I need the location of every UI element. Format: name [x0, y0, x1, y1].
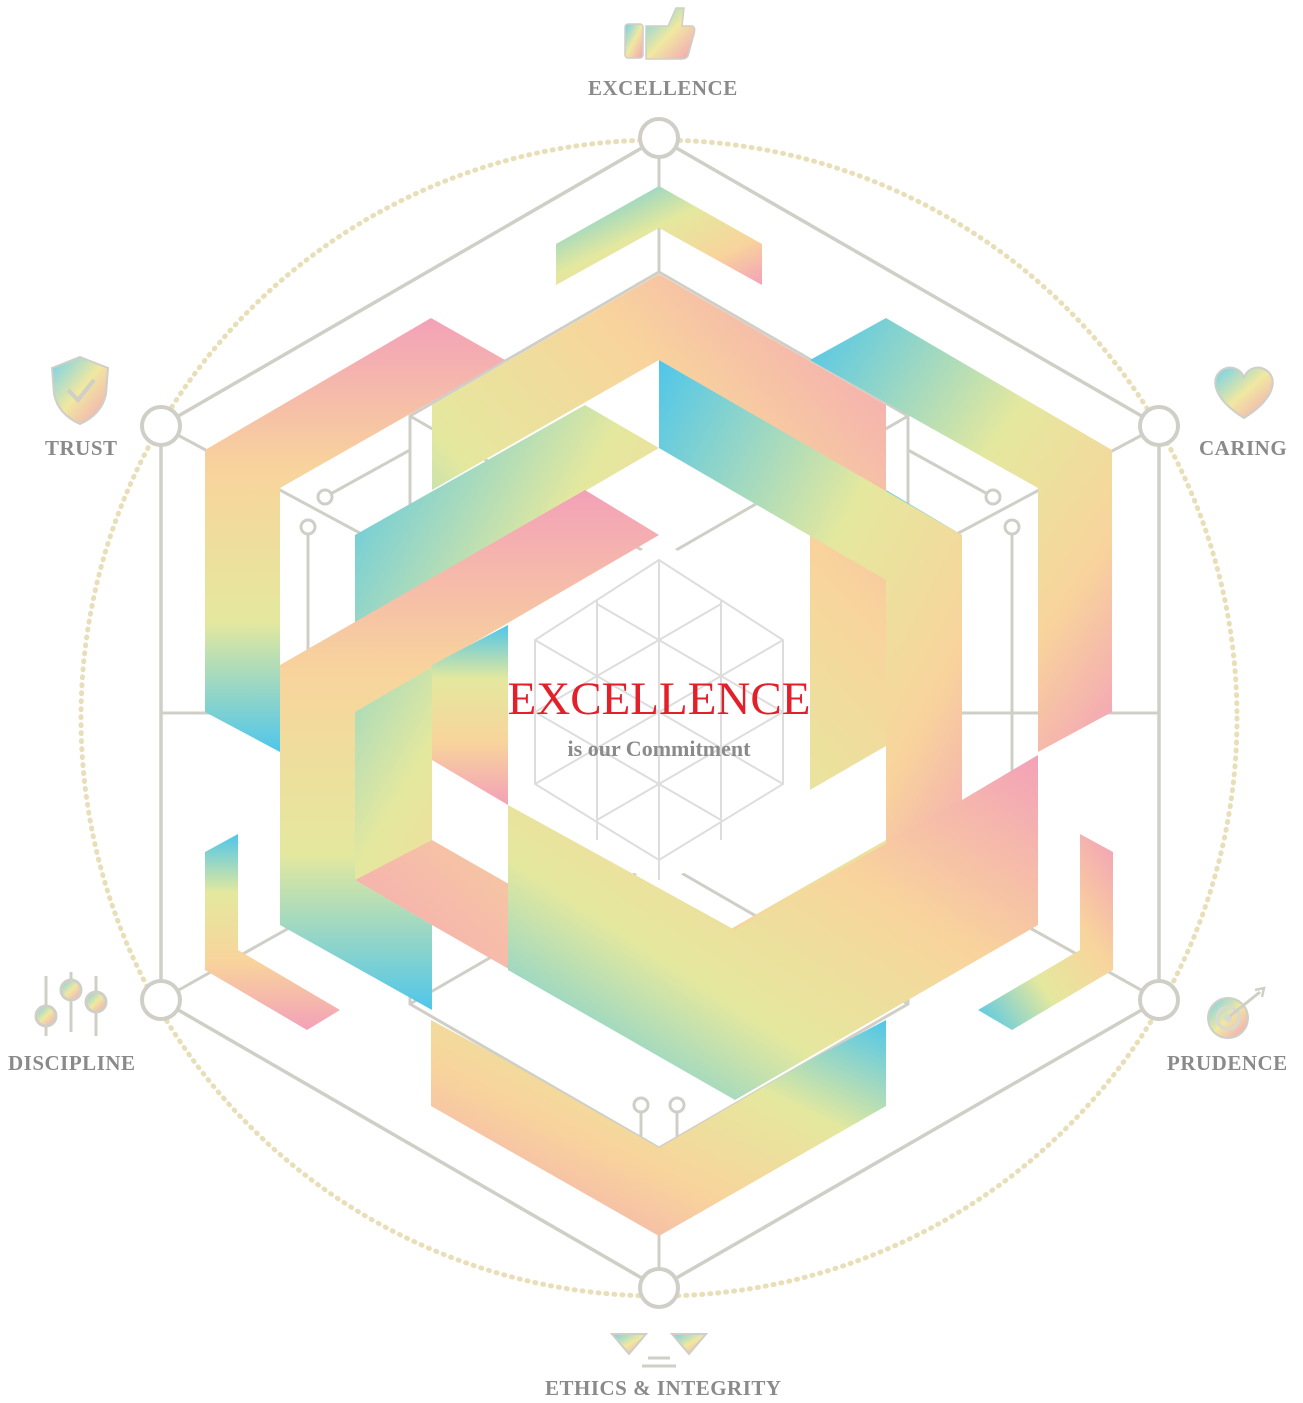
label-ethics-integrity: ETHICS & INTEGRITY	[545, 1376, 782, 1400]
label-trust: TRUST	[45, 436, 118, 460]
ribbon-side-right	[978, 834, 1113, 1030]
ribbon-ring2-bottom	[508, 755, 1038, 1100]
sliders-icon	[34, 972, 108, 1036]
center-title: EXCELLENCE	[507, 673, 811, 725]
center-grid	[534, 558, 784, 880]
ribbon-ring2-right	[659, 360, 962, 925]
ribbon-ring-top	[432, 274, 886, 790]
vertex-rings	[140, 117, 1180, 1309]
heart-icon	[1214, 366, 1274, 420]
ribbon-back-bottom	[431, 1020, 886, 1236]
label-prudence: PRUDENCE	[1167, 1051, 1288, 1075]
label-discipline: DISCIPLINE	[8, 1051, 136, 1075]
thumbs-up-icon	[624, 7, 696, 60]
ribbon-side-left	[205, 834, 340, 1030]
ribbon-ring-left	[355, 405, 659, 925]
shield-check-icon	[50, 355, 110, 426]
target-icon	[1207, 986, 1266, 1039]
ribbon-ring2-left	[280, 490, 659, 1010]
scales-icon	[609, 1333, 709, 1368]
ribbon-back-left	[205, 318, 505, 752]
ribbon-inner-left	[432, 625, 508, 805]
label-caring: CARING	[1199, 436, 1288, 460]
center-subtitle: is our Commitment	[567, 736, 751, 761]
connector-dots	[299, 488, 1021, 1114]
ribbon-top-chevron	[556, 186, 762, 285]
ribbon-back-right	[810, 318, 1112, 752]
label-excellence: EXCELLENCE	[588, 76, 738, 100]
